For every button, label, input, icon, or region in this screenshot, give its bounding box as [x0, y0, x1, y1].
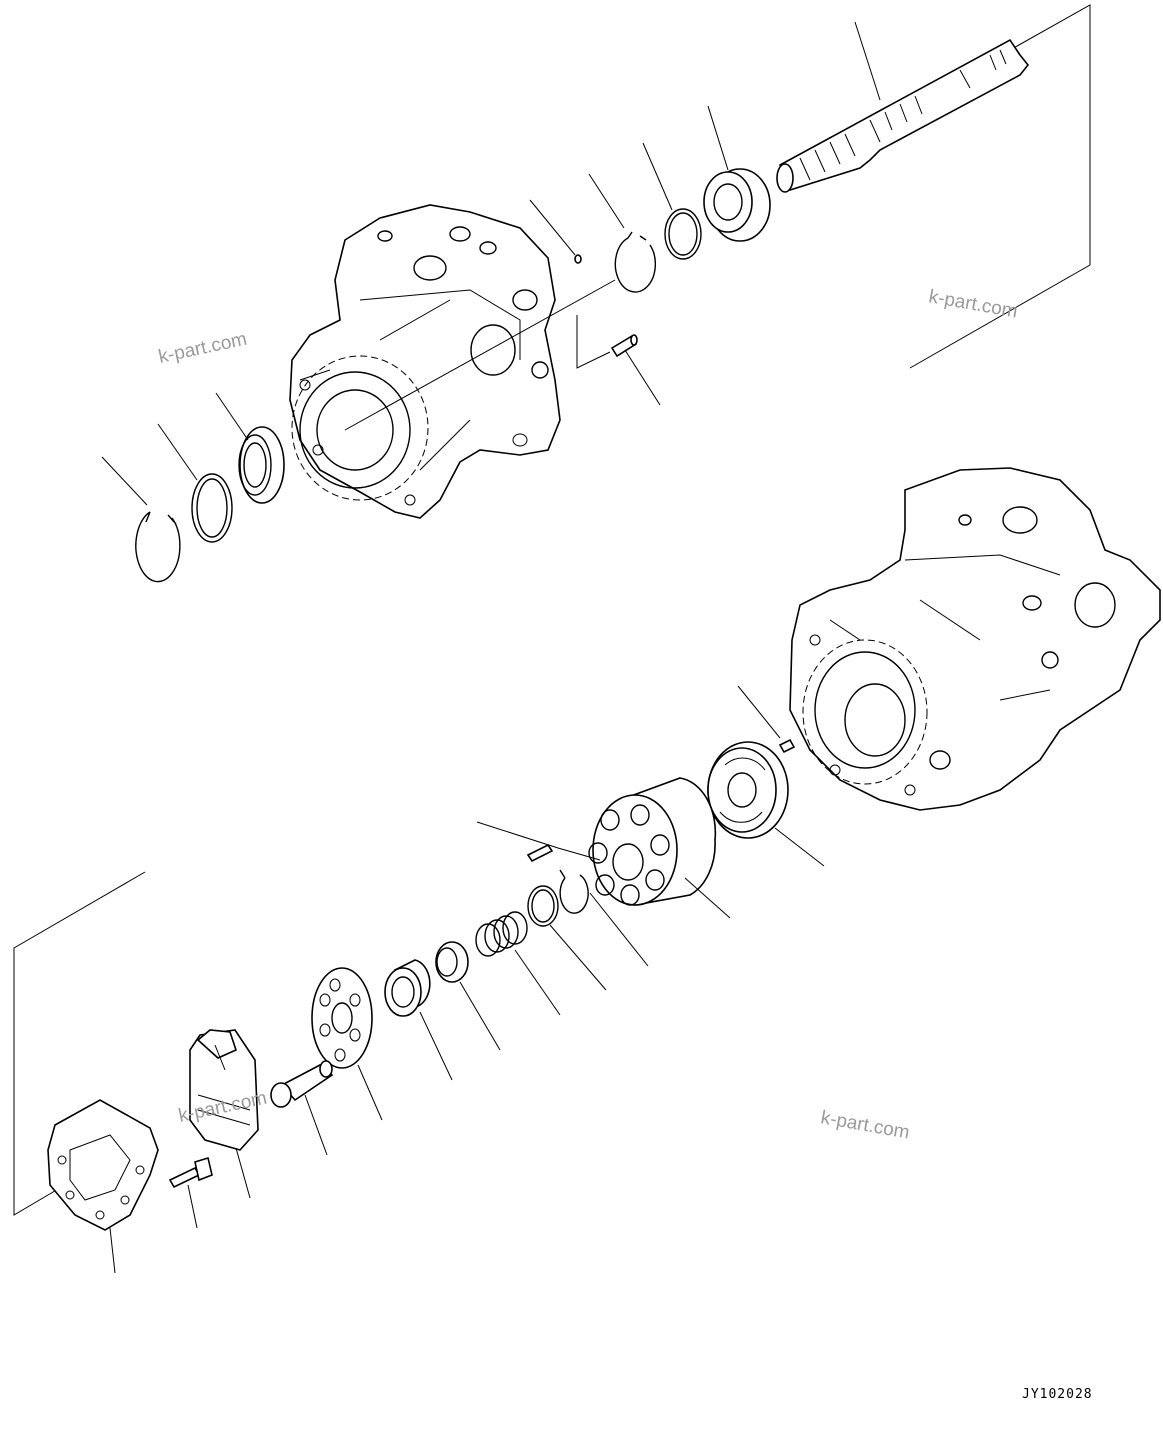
piston-assembly — [270, 1060, 334, 1108]
retaining-ring-upper-a-inner — [668, 212, 698, 256]
snap-ring-lower — [559, 869, 589, 914]
watermark-2: k-part.com — [927, 286, 1019, 322]
cradle — [47, 1099, 159, 1231]
snap-ring-upper — [614, 231, 657, 293]
o-ring-upper — [191, 473, 233, 543]
drive-shaft — [776, 38, 1030, 193]
upper-assembly — [101, 4, 1091, 583]
watermark-4: k-part.com — [819, 1107, 911, 1143]
snap-ring-left — [135, 511, 181, 583]
watermark-1: k-part.com — [157, 329, 249, 368]
dowel-pin-upper — [610, 334, 638, 358]
upper-bracket-line — [909, 4, 1091, 369]
shaft-bearing — [703, 168, 771, 242]
leader-lines-upper — [101, 21, 881, 506]
pump-housing-upper — [289, 204, 561, 519]
swash-plate — [189, 1029, 259, 1151]
o-ring-upper-inner — [196, 478, 228, 538]
cylinder-block — [588, 777, 717, 906]
retaining-ring-lower-inner — [531, 889, 555, 923]
spring-seat — [435, 941, 469, 983]
valve-plate-pin — [778, 738, 796, 754]
spherical-bushing — [384, 959, 431, 1017]
lower-bracket-line — [13, 871, 146, 1216]
lower-assembly — [13, 467, 1161, 1274]
retainer-plate — [311, 967, 373, 1069]
retaining-ring-upper-a — [664, 208, 702, 260]
oil-seal-upper — [238, 426, 285, 504]
leader-lines-lower — [109, 685, 825, 1274]
retaining-ring-lower — [527, 885, 559, 927]
pump-housing-lower — [789, 467, 1161, 811]
figure-code: JY102028 — [1022, 1387, 1093, 1402]
spring-lower — [475, 911, 528, 957]
cradle-bolt — [168, 1156, 213, 1189]
valve-plate — [707, 741, 789, 839]
small-pin-upper — [574, 254, 582, 264]
dowel-pin-lower — [526, 843, 554, 863]
